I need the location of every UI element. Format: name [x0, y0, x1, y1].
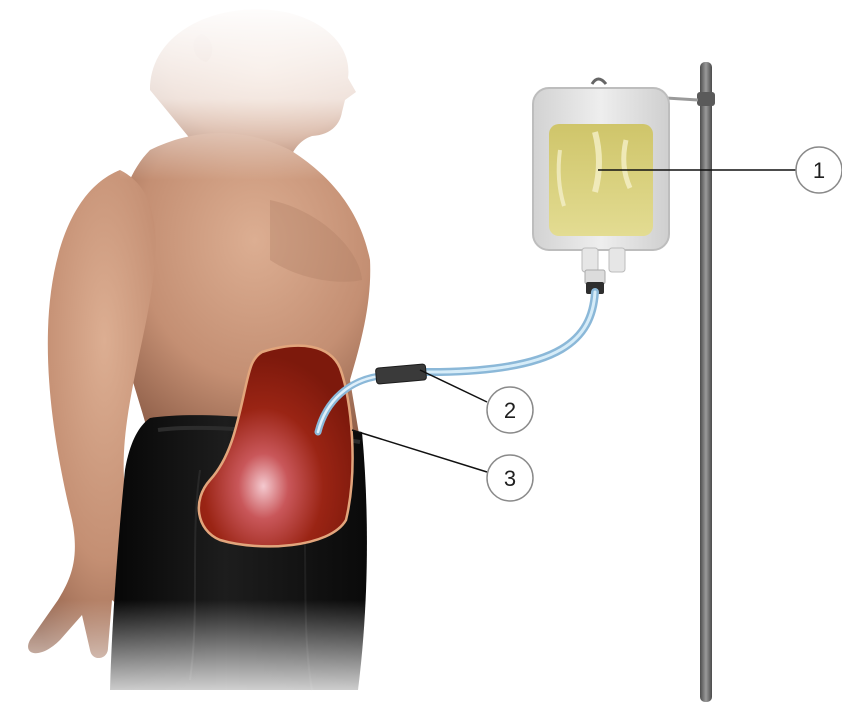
callout-2: 2 [487, 387, 533, 433]
callout-1: 1 [796, 147, 842, 193]
leader-line-3 [352, 430, 487, 472]
callout-3: 3 [487, 455, 533, 501]
patient-figure [0, 0, 420, 702]
dialysate-fluid [549, 124, 653, 236]
dialysis-solution-bag [533, 79, 669, 294]
callout-number-3: 3 [504, 466, 516, 491]
callout-number-2: 2 [504, 398, 516, 423]
iv-pole [666, 62, 715, 702]
callout-number-1: 1 [813, 158, 825, 183]
dialysis-tubing [425, 292, 595, 372]
catheter-connector [375, 364, 426, 384]
